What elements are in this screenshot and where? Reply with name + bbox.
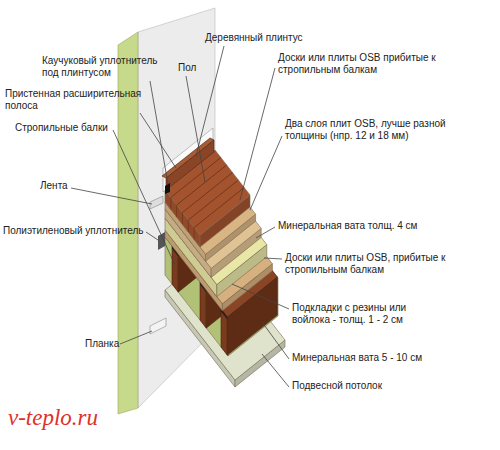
part-label: Подкладки с резины или войлока - толщ. 1… <box>292 302 437 325</box>
part-label: Пол <box>178 62 208 74</box>
part-label: Стропильные балки <box>15 122 115 134</box>
leader-line <box>186 76 205 182</box>
floor-plank-seam <box>194 228 195 240</box>
rubber-seal <box>165 183 170 194</box>
watermark: v-teplo.ru <box>8 405 178 430</box>
floor-plank-seam <box>170 198 171 210</box>
floor-plank-seam <box>188 180 238 220</box>
leader-line <box>232 284 289 309</box>
part-label: Минеральная вата 5 - 10 см <box>292 352 452 364</box>
part-label: Доски или плиты OSB, прибитые к стропиль… <box>285 252 453 275</box>
tape <box>150 196 163 209</box>
leader-line <box>256 227 275 238</box>
leader-line <box>240 68 275 200</box>
part-label: Пристенная расширительная полоса <box>5 88 150 111</box>
leader-line <box>113 130 175 265</box>
leader-line <box>71 188 152 204</box>
floor-plank-seam <box>188 220 189 232</box>
leader-line <box>146 232 158 240</box>
leader-line <box>262 322 289 359</box>
batten <box>150 318 166 334</box>
part-label: Доски или плиты OSB прибитые к стропильн… <box>278 52 440 75</box>
floor-plank-seam <box>183 173 233 213</box>
rafter-beam <box>221 309 227 355</box>
leader-line <box>120 331 152 344</box>
part-label: Каучуковый уплотнитель под плинтусом <box>42 55 172 78</box>
floor-plank-seam <box>194 188 244 228</box>
leader-line <box>264 258 282 259</box>
part-label: Два слоя плит OSB, лучше разной толщины … <box>285 118 463 141</box>
leader-line <box>262 354 289 387</box>
part-label: Минеральная вата толщ. 4 см <box>278 220 448 232</box>
part-label: Подвесной потолок <box>292 380 422 392</box>
leader-line <box>140 113 176 168</box>
floor-plank-seam <box>176 205 177 217</box>
part-label: Планка <box>85 338 121 350</box>
leader-line <box>196 46 224 156</box>
part-label: Лента <box>40 180 72 192</box>
floor-plank-seam <box>182 213 183 225</box>
part-label: Полиэтиленовый уплотнитель <box>3 225 145 237</box>
part-label: Деревянный плинтус <box>205 32 320 44</box>
leader-line <box>250 136 282 210</box>
wooden-baseboard <box>166 140 214 190</box>
